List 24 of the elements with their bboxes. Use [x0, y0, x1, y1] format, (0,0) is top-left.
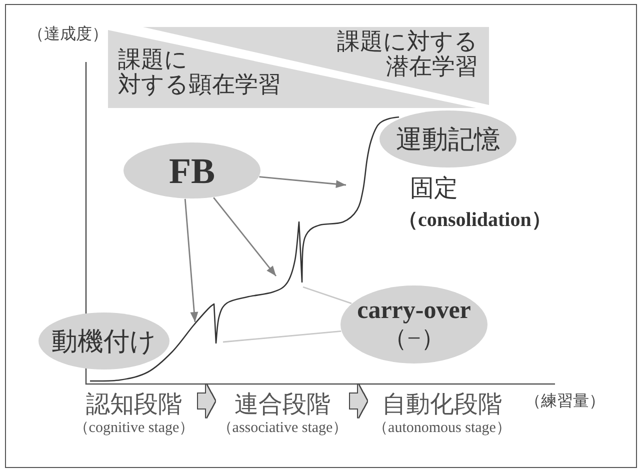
- arrow: [213, 197, 277, 276]
- stage-name: 認知段階: [86, 391, 182, 419]
- block-arrow: [198, 384, 215, 418]
- band-label: 課題に対する顕在学習: [118, 47, 282, 97]
- stage-name: 自動化段階: [382, 391, 502, 419]
- connector-line: [302, 286, 352, 304]
- axis-label: （達成度）: [28, 26, 108, 44]
- stage-translation: （cognitive stage）: [74, 419, 194, 437]
- phase-label: （consolidation）: [398, 209, 552, 232]
- stage-translation: （autonomous stage）: [373, 419, 511, 437]
- stage-translation: （associative stage）: [217, 419, 348, 437]
- arrow: [184, 198, 198, 322]
- block-arrow: [350, 384, 367, 418]
- band-label: 課題に対する潜在学習: [336, 29, 478, 79]
- node-label: （−）: [383, 324, 445, 352]
- node-label: 運動記憶: [396, 124, 500, 156]
- arrow: [259, 176, 346, 188]
- node-label: FB: [168, 150, 215, 190]
- connector-line: [222, 330, 342, 343]
- node-label: carry-over: [357, 296, 471, 324]
- stage-name: 連合段階: [234, 391, 330, 419]
- node-label: 動機付け: [52, 326, 156, 358]
- phase-label: 固定: [410, 176, 458, 204]
- axis-label: （練習量）: [525, 393, 605, 412]
